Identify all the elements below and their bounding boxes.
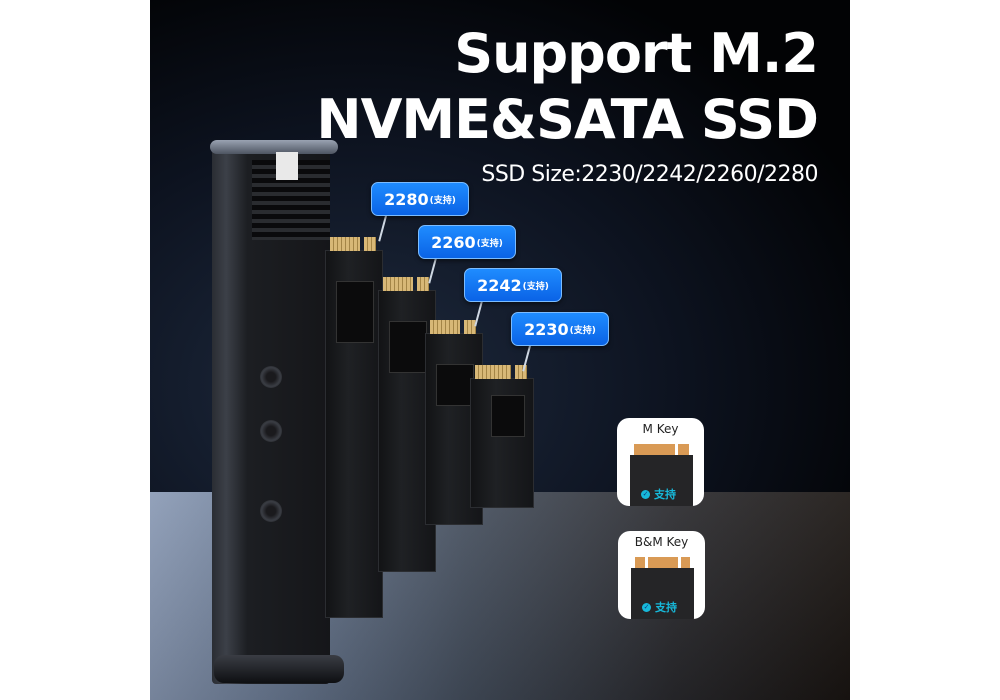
headline-line-2: NVME&SATA SSD	[316, 88, 819, 151]
ssd-2280-board	[325, 237, 383, 618]
callout-2242: 2242(支持)	[464, 268, 562, 302]
ssd-2230-board	[470, 365, 534, 508]
mount-screw	[260, 420, 282, 442]
gold-contacts	[635, 557, 690, 568]
bm-key-card: B&M Key ✓ 支持	[618, 531, 705, 619]
key-label: M Key	[642, 422, 679, 436]
key-label: B&M Key	[634, 535, 689, 549]
check-circle-icon: ✓	[642, 602, 651, 612]
headline-line-1: Support M.2	[454, 22, 819, 85]
callout-note: (支持)	[522, 281, 549, 292]
gold-contacts	[634, 444, 689, 455]
board-graphic	[630, 455, 693, 506]
mount-screw	[260, 500, 282, 522]
callout-note: (支持)	[476, 238, 503, 249]
key-notch-b	[645, 557, 648, 571]
callout-2230: 2230(支持)	[511, 312, 609, 346]
callout-size: 2230	[524, 319, 569, 339]
support-text: 支持	[655, 601, 677, 614]
ssd-size-subtitle: SSD Size:2230/2242/2260/2280	[481, 162, 818, 187]
support-indicator: ✓ 支持	[641, 486, 676, 502]
usb-c-port	[276, 152, 298, 180]
check-circle-icon: ✓	[641, 489, 650, 499]
key-notch	[675, 444, 678, 458]
mount-screw	[260, 366, 282, 388]
support-text: 支持	[654, 488, 676, 501]
m-key-card: M Key ✓ 支持	[617, 418, 704, 506]
key-notch-m	[678, 557, 681, 571]
callout-note: (支持)	[429, 195, 456, 206]
callout-size: 2260	[431, 232, 476, 252]
callout-size: 2242	[477, 275, 522, 295]
callout-2260: 2260(支持)	[418, 225, 516, 259]
ssd-2260-board	[378, 277, 436, 572]
callout-size: 2280	[384, 189, 429, 209]
board-graphic	[631, 568, 694, 619]
callout-note: (支持)	[569, 325, 596, 336]
callout-leader-2280	[378, 212, 388, 242]
enclosure-top-cap	[210, 140, 338, 154]
support-indicator: ✓ 支持	[642, 599, 677, 615]
callout-2280: 2280(支持)	[371, 182, 469, 216]
enclosure-base	[214, 655, 344, 683]
product-image: Support M.2 NVME&SATA SSD SSD Size:2230/…	[150, 0, 850, 700]
